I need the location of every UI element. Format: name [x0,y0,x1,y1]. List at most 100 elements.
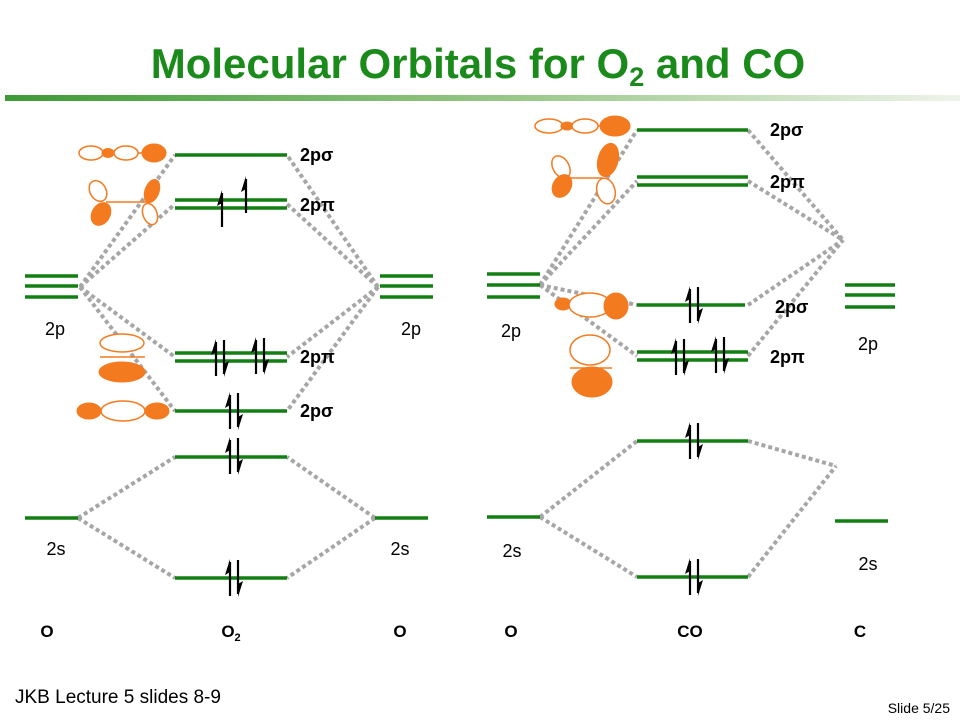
connector-line [78,202,177,289]
co-mo-sigma-2s [637,556,748,598]
o2-mo-pi-2p [175,335,287,379]
molecule-name: CO [677,622,703,641]
o2-sigma-bonding-orbital-picture [76,400,170,422]
orbital-lobe-outline [571,118,599,134]
title-text-end: and CO [644,40,805,87]
connector-line [538,439,639,519]
o2-sigma-antibonding-orbital-picture [78,143,167,163]
orbital-lobe-outline [88,179,108,203]
mo-label: 2pσ [775,297,808,317]
co-mo-pi-star-2p [637,175,748,187]
mo-label: 2pσ [770,120,803,140]
atomic-orbital-label: 2p [501,321,521,341]
connector-line [538,283,639,358]
orbital-lobe-outline [100,400,146,422]
orbital-lobe-filled [76,402,102,420]
o2-pi-bonding-orbital-picture [98,333,146,383]
connector-line [285,516,377,580]
orbital-lobe-outline [113,145,139,161]
mo-label: 2pπ [300,195,335,215]
orbital-lobe-filled [603,292,629,320]
connector-line [746,128,845,242]
orbital-lobe-filled [560,121,574,131]
connector-line [285,285,380,413]
atomic-orbital-label: 2p [401,319,421,339]
o2-mo-diagram: 2p 2s 2p 2s [25,143,433,644]
molecule-name-main: O [221,622,234,641]
orbital-lobe-filled [596,142,620,178]
connector-line [76,455,177,520]
orbital-lobe-filled [599,115,631,137]
orbital-lobe-filled [551,174,573,198]
co-mo-sigma-star-2s [637,420,748,462]
orbital-lobe-outline [99,333,145,353]
co-sigma-bonding-orbital-picture [554,292,629,320]
o2-mo-sigma-2p [175,390,287,432]
electron-spin-up-arrow [249,335,258,376]
co-oxygen-2p-levels [487,272,540,299]
co-mo-pi-2p [637,334,748,378]
o2-pi-antibonding-orbital-picture [88,178,161,226]
atomic-orbital-label: 2s [858,554,877,574]
mo-label: 2pπ [770,172,805,192]
o2-left-atom-2p-levels [25,274,78,299]
electron-spin-up-arrow [709,334,718,375]
title-text-main: Molecular Orbitals for O [151,40,629,87]
atomic-orbital-label: 2s [46,539,65,559]
orbital-lobe-filled [101,148,115,158]
connector-line [538,179,639,287]
electron-spin-down-arrow [722,335,731,376]
co-sigma-antibonding-orbital-picture [534,115,631,137]
right-atom-name: O [393,622,406,641]
electron-spin-up-arrow [209,337,218,378]
left-atom-name: O [40,622,53,641]
slide-number: Slide 5/25 [888,700,950,716]
orbital-lobe-outline [534,118,564,134]
o2-mo-pi-star-2p [175,174,287,229]
o2-mo-sigma-star-2s [175,435,287,477]
orbital-lobe-filled [143,178,161,204]
right-atom-name: C [854,622,866,641]
co-pi-antibonding-orbital-picture [551,142,620,205]
connector-line [285,285,380,359]
orbital-lobe-filled [90,202,112,226]
o2-right-atom-2p-levels [380,274,433,299]
molecule-name-subscript: 2 [235,632,241,644]
mo-label: 2pπ [300,347,335,367]
slide-title: Molecular Orbitals for O2 and CO [151,40,805,92]
atomic-orbital-label: 2s [390,539,409,559]
connector-line [538,515,639,579]
mo-label: 2pσ [300,145,333,165]
o2-mo-sigma-2s [175,557,287,599]
connector-line [746,464,838,579]
connector-line [285,202,380,289]
orbital-lobe-filled [571,366,613,398]
electron-spin-down-arrow [682,337,691,378]
connector-line [76,516,177,580]
electron-spin-down-arrow [262,336,271,377]
mo-label: 2pπ [770,347,805,367]
orbital-lobe-outline [141,202,159,226]
atomic-orbital-label: 2p [45,319,65,339]
mo-label: 2pσ [300,401,333,421]
co-carbon-2p-levels [845,283,895,309]
left-atom-name: O [504,622,517,641]
co-mo-diagram: 2p 2s 2p 2s [487,115,895,641]
orbital-lobe-outline [595,177,617,205]
molecule-name: O2 [221,622,240,644]
title-subscript: 2 [629,62,644,92]
electron-spin-up-arrow [669,336,678,377]
connector-line [285,455,377,520]
atomic-orbital-label: 2p [858,334,878,354]
orbital-lobe-filled [98,361,146,383]
connector-line [538,128,639,287]
atomic-orbital-label: 2s [502,541,521,561]
orbital-lobe-outline [78,145,104,161]
connector-line [78,285,177,359]
co-mo-sigma-2p [637,284,745,326]
connector-line [78,153,177,289]
title-underline-rule [5,95,960,101]
connector-line [285,153,380,289]
connector-line [746,179,845,242]
